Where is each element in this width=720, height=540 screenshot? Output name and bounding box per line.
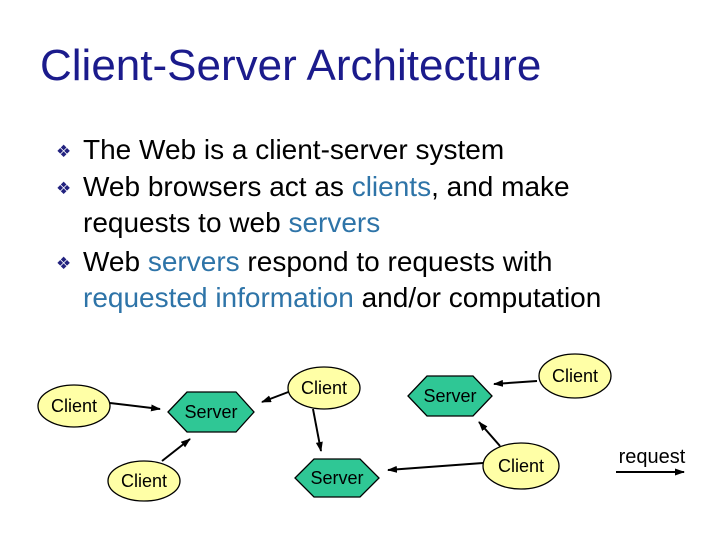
- arrow-client2-to-server1: [261, 390, 292, 403]
- client-ellipse: [37, 384, 111, 428]
- bullet-list: ❖ The Web is a client-server system ❖ We…: [56, 132, 616, 316]
- bullet-text-segment: Web: [83, 246, 148, 277]
- diagram-node-client-3: Client: [538, 353, 612, 399]
- arrow-client2-to-server3: [312, 408, 323, 452]
- arrow-client1-to-server1: [109, 402, 161, 412]
- client-ellipse: [287, 366, 361, 410]
- diamond-bullet-icon: ❖: [56, 254, 72, 274]
- client-label: Client: [51, 396, 97, 416]
- arrow-client5-to-server2: [478, 421, 501, 447]
- server-label: Server: [423, 386, 476, 406]
- request-legend: request: [616, 446, 686, 476]
- bullet-item: ❖ Web servers respond to requests with r…: [56, 244, 616, 316]
- client-label: Client: [552, 366, 598, 386]
- diagram-node-server-2: Server: [407, 375, 493, 417]
- diagram-node-client-4: Client: [107, 460, 181, 502]
- bullet-line: Web browsers act as clients, and make: [83, 169, 616, 205]
- bullet-line: Web servers respond to requests with: [83, 244, 616, 280]
- client-ellipse: [107, 460, 181, 502]
- bullet-text-segment-emphasis: servers: [147, 246, 240, 277]
- bullet-text-segment: , and make: [431, 171, 570, 202]
- arrow-client3-to-server2: [493, 379, 538, 387]
- bullet-text-segment: requests to web: [83, 207, 289, 238]
- bullet-line: requests to web servers: [83, 205, 616, 241]
- diamond-bullet-icon: ❖: [56, 142, 72, 162]
- diagram-node-server-1: Server: [167, 391, 255, 433]
- arrow-client5-to-server3: [387, 462, 484, 473]
- request-label: request: [619, 446, 686, 468]
- arrow-client4-to-server1: [161, 438, 191, 462]
- bullet-item: ❖ The Web is a client-server system: [56, 132, 616, 168]
- diagram-node-client-5: Client: [482, 442, 560, 490]
- bullet-text-segment: respond to requests with: [239, 246, 553, 277]
- server-label: Server: [184, 402, 237, 422]
- server-label: Server: [310, 468, 363, 488]
- server-hexagon: [167, 391, 255, 433]
- bullet-text: The Web is a client-server system: [83, 134, 504, 165]
- bullet-text-segment: and/or computation: [353, 282, 602, 313]
- bullet-line: requested information and/or computation: [83, 280, 616, 316]
- diamond-bullet-icon: ❖: [56, 179, 72, 199]
- client-label: Client: [301, 378, 347, 398]
- bullet-text-segment-emphasis: requested information: [83, 282, 354, 313]
- bullet-text-segment: The Web is a client-server system: [83, 134, 505, 165]
- diagram-node-client-2: Client: [287, 366, 361, 410]
- diagram-node-client-1: Client: [37, 384, 111, 428]
- client-ellipse: [482, 442, 560, 490]
- diagram-node-server-3: Server: [294, 458, 380, 498]
- client-ellipse: [538, 353, 612, 399]
- server-hexagon: [407, 375, 493, 417]
- client-label: Client: [498, 456, 544, 476]
- bullet-text-segment: Web browsers act as: [83, 171, 352, 202]
- server-hexagon: [294, 458, 380, 498]
- bullet-item: ❖ Web browsers act as clients, and make …: [56, 169, 616, 241]
- slide-title: Client-Server Architecture: [40, 41, 542, 90]
- bullet-text-segment-emphasis: clients: [351, 171, 432, 202]
- client-label: Client: [121, 471, 167, 491]
- bullet-text-segment-emphasis: servers: [288, 207, 381, 238]
